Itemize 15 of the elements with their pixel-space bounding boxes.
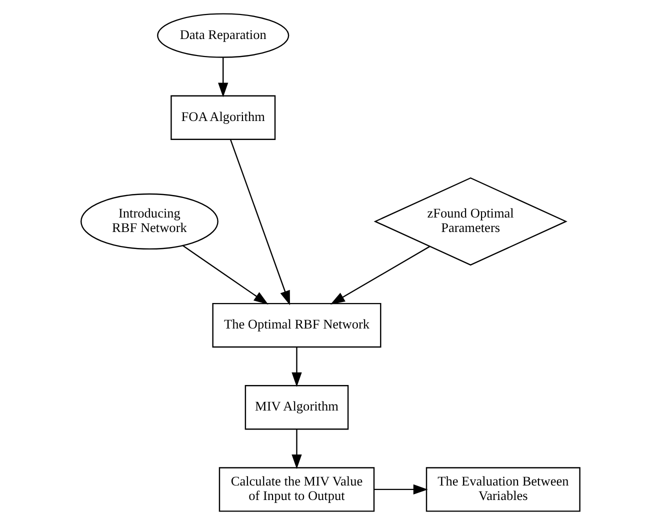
node-box: Calculate the MIV Value of Input to Output <box>218 466 375 512</box>
node-ellipse: Data Reparation <box>157 12 290 58</box>
node-box: The Optimal RBF Network <box>212 302 382 348</box>
node-box: FOA Algorithm <box>170 94 276 140</box>
node-diamond: zFound Optimal Parameters <box>374 176 568 266</box>
arrow <box>330 245 430 304</box>
arrow <box>292 346 302 386</box>
node-ellipse: Introducing RBF Network <box>80 192 218 250</box>
arrow <box>230 138 290 305</box>
arrow <box>182 244 268 304</box>
node-box: MIV Algorithm <box>244 384 349 430</box>
arrow <box>292 429 302 468</box>
arrow <box>374 484 428 494</box>
arrow <box>218 57 228 97</box>
node-box: The Evaluation Between Variables <box>426 466 580 512</box>
